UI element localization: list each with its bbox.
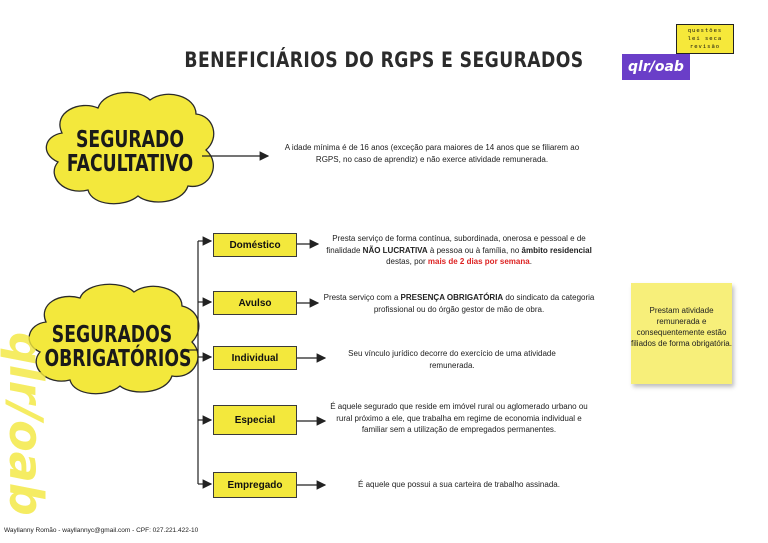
domestico-desc-g: . xyxy=(529,257,532,266)
svg-text:qlr/oab: qlr/oab xyxy=(0,332,53,516)
facultativo-description: A idade mínima é de 16 anos (exceção par… xyxy=(284,143,580,164)
avulso-desc-b: PRESENÇA OBRIGATÓRIA xyxy=(400,293,504,302)
domestico-desc-f: mais de 2 dias por semana xyxy=(427,257,530,266)
domestico-desc-d: âmbito residencial xyxy=(521,245,592,255)
domestico-desc-b: NÃO LUCRATIVA xyxy=(362,245,428,255)
domestico-desc-a: Presta serviço de forma contínua, subord… xyxy=(326,234,586,255)
logo-line-3: revisão xyxy=(689,44,721,50)
logo-line-2: lei seca xyxy=(687,36,723,42)
domestico-desc-c: à pessoa ou à família, no xyxy=(427,245,522,255)
page-title: BENEFICIÁRIOS DO RGPS E SEGURADOS xyxy=(184,48,584,72)
category-avulso: Avulso xyxy=(213,291,297,315)
especial-description: É aquele segurado que reside em imóvel r… xyxy=(330,402,588,434)
obrigatorios-label-line1: SEGURADOS xyxy=(51,322,173,348)
avulso-description: Presta serviço com a PRESENÇA OBRIGATÓRI… xyxy=(320,292,598,315)
obrigatorios-label-line2: OBRIGATÓRIOS xyxy=(44,346,192,372)
facultativo-label-line2: FACULTATIVO xyxy=(66,151,194,177)
category-individual: Individual xyxy=(213,346,297,370)
category-empregado: Empregado xyxy=(213,472,297,498)
avulso-desc-a: Presta serviço com a xyxy=(323,293,401,302)
individual-description: Seu vínculo jurídico decorre do exercíci… xyxy=(348,349,556,370)
sticky-note: Prestam atividade remunerada e consequen… xyxy=(631,283,732,384)
category-especial: Especial xyxy=(213,405,297,435)
facultativo-label: SEGURADO FACULTATIVO xyxy=(63,128,198,176)
logo-line-1: questões xyxy=(687,28,723,34)
logo-badge: questões lei seca revisão xyxy=(676,24,734,54)
empregado-description: É aquele que possui a sua carteira de tr… xyxy=(358,480,560,489)
logo-wordmark: qlr/oab xyxy=(622,54,690,80)
category-domestico: Doméstico xyxy=(213,233,297,257)
obrigatorios-cloud-shape xyxy=(28,283,200,395)
obrigatorios-label: SEGURADOS OBRIGATÓRIOS xyxy=(44,322,192,372)
domestico-description: Presta serviço de forma contínua, subord… xyxy=(320,233,598,268)
avulso-desc-c: do sindicato da categoria profissional o… xyxy=(373,293,595,314)
facultativo-cloud-shape xyxy=(45,91,215,205)
footer-author: Wayllanny Romão - wayllannyc@gmail.com -… xyxy=(4,527,199,534)
domestico-desc-e: destas, por xyxy=(386,257,428,266)
watermark-logo: qlr/oab xyxy=(0,332,53,516)
facultativo-label-line1: SEGURADO xyxy=(76,127,184,153)
